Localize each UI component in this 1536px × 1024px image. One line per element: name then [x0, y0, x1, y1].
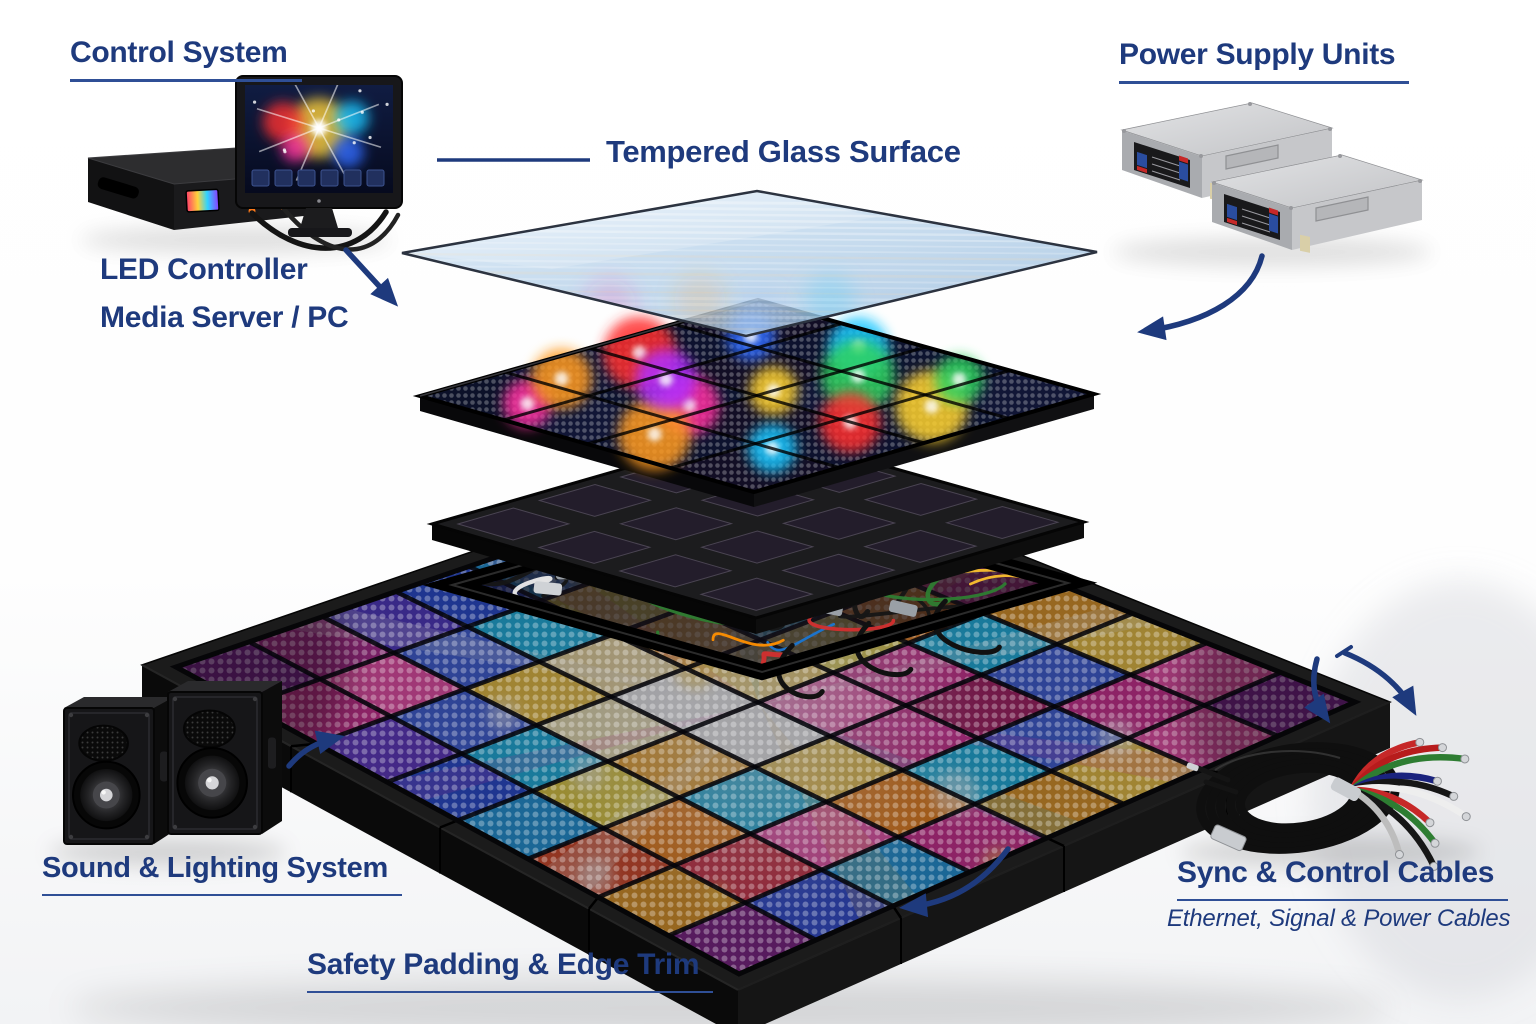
label-control-system-text: Control System [70, 36, 302, 82]
label-sync-control-cables: Sync & Control Cables [1177, 856, 1509, 901]
led-panel-layer [412, 297, 1102, 507]
annotation-arrows [286, 158, 1417, 918]
label-power-supply-units: Power Supply Units [1119, 38, 1410, 84]
label-safety-padding-text: Safety Padding & Edge Trim [307, 948, 714, 993]
label-cables-subtitle-text: Ethernet, Signal & Power Cables [1167, 905, 1511, 932]
label-control-system: Control System [70, 36, 302, 82]
label-led-controller-line1: LED Controller [100, 253, 308, 286]
speakers [63, 681, 282, 845]
ground-shadows [50, 227, 1536, 1024]
cable-coil [1186, 737, 1471, 871]
label-sound-lighting-text: Sound & Lighting System [42, 852, 402, 896]
power-supply-units [1120, 102, 1424, 253]
label-tempered-glass-text: Tempered Glass Surface [606, 134, 961, 169]
tempered-glass-layer [401, 189, 1098, 338]
label-tempered-glass-surface: Tempered Glass Surface [606, 134, 975, 170]
label-led-controller-line2: Media Server / PC [100, 301, 349, 334]
label-safety-padding: Safety Padding & Edge Trim [307, 948, 714, 993]
label-cables-subtitle: Ethernet, Signal & Power Cables [1167, 905, 1511, 933]
label-sync-cables-text: Sync & Control Cables [1177, 856, 1509, 901]
label-power-supply-units-text: Power Supply Units [1119, 38, 1410, 84]
control-system-unit [87, 75, 403, 252]
label-sound-lighting-system: Sound & Lighting System [42, 852, 402, 896]
label-led-controller: LED Controller Media Server / PC [100, 246, 349, 342]
